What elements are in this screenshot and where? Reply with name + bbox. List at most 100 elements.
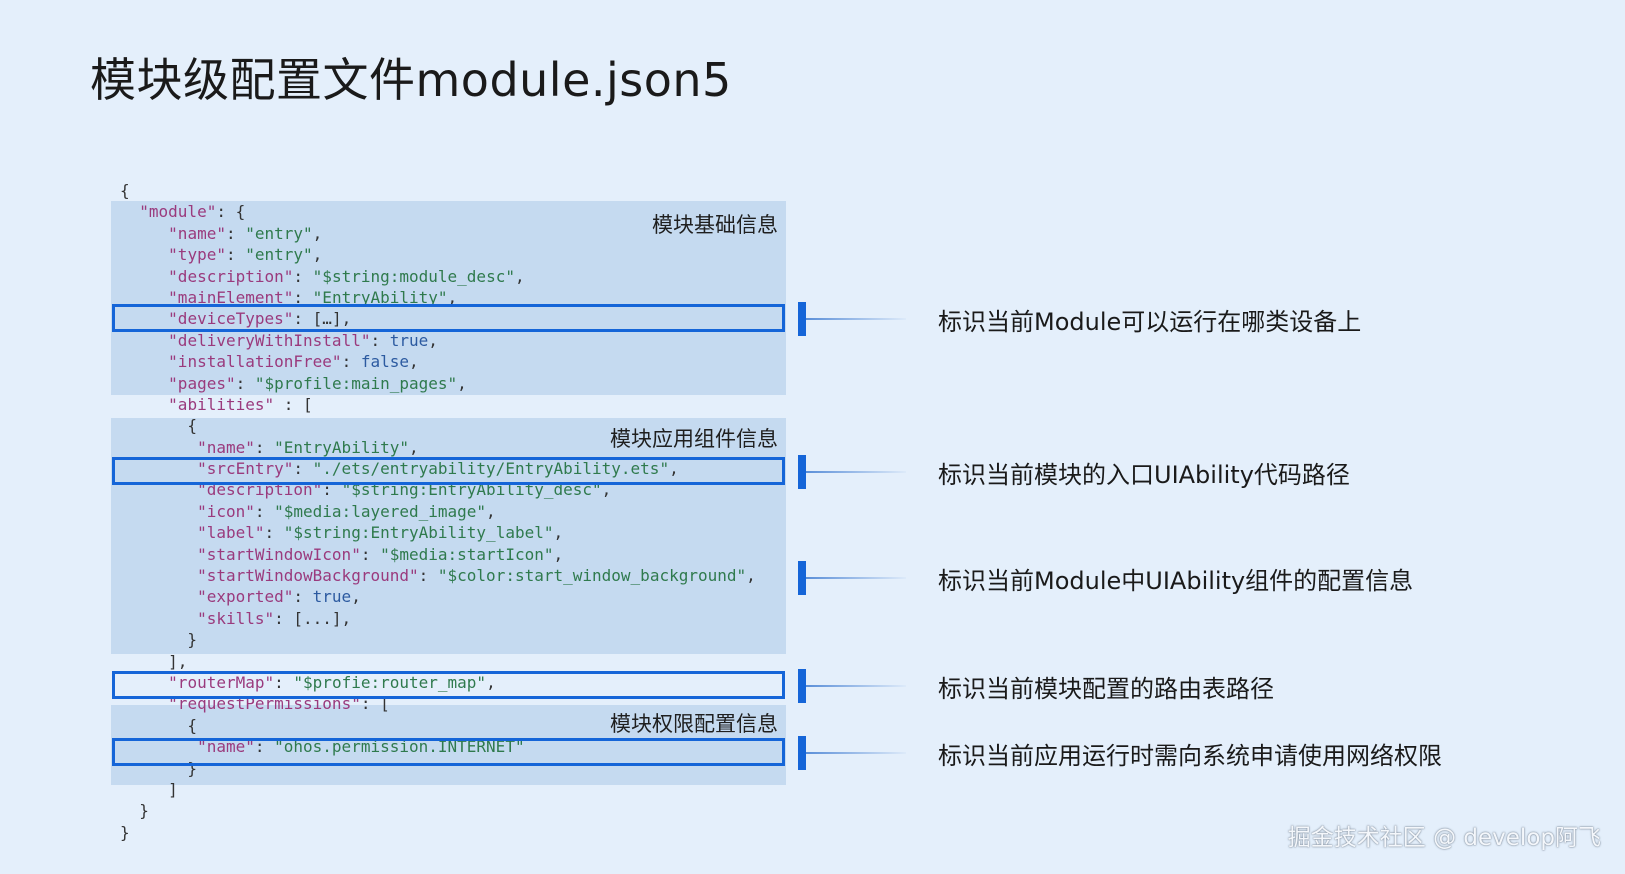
code-line: "abilities" : [ [120,394,756,415]
code-token: false [360,352,409,372]
code-token: "mainElement" [168,287,294,307]
code-token: { [120,416,198,436]
code-line: "skills": [...], [120,608,756,629]
code-token: "pages" [168,373,236,393]
code-token: true [312,587,352,607]
code-token: : […], [293,309,352,329]
code-token: , [409,352,419,372]
code-token: , [601,480,612,500]
code-token: , [447,287,458,307]
code-token [120,566,197,585]
code-line: ] [120,779,756,800]
code-token: "description" [197,480,323,500]
code-token: "icon" [197,501,255,521]
annotation-marker [798,736,806,770]
code-line: { [120,180,756,201]
code-token: , [669,459,679,479]
code-token: : [293,587,313,607]
code-token: { [120,181,130,200]
code-token: } [120,630,198,650]
code-line: "label": "$string:EntryAbility_label", [120,522,756,543]
code-token: , [428,330,438,350]
code-line: "installationFree": false, [120,351,756,372]
annotation-connector [806,471,906,473]
code-line: "name": "EntryAbility", [120,437,756,458]
code-token: "$color:start_window_background" [437,566,747,586]
code-token: "EntryAbility" [274,437,409,457]
code-token: : [235,373,255,393]
code-token: "$string:EntryAbility_label" [283,523,554,543]
code-token: "type" [168,245,226,265]
code-line: "pages": "$profile:main_pages", [120,373,756,394]
code-token: , [486,501,496,521]
annotation-connector [806,685,906,687]
watermark: 掘金技术社区 @ develop阿飞 [1287,825,1601,851]
section-label: 模块权限配置信息 [610,712,778,736]
code-line: "deliveryWithInstall": true, [120,330,756,351]
code-line: { [120,715,756,736]
code-token: , [553,544,564,564]
code-token: "srcEntry" [197,459,294,479]
code-token: "$string:EntryAbility_desc" [341,480,602,500]
code-token [120,352,168,371]
code-token: : [341,352,361,372]
code-token: , [312,223,323,243]
code-token [120,331,168,350]
code-line: "routerMap": "$profie:router_map", [120,672,756,693]
annotation-request-permissions: 标识当前应用运行时需向系统申请使用网络权限 [938,742,1442,770]
code-line: "module": { [120,201,756,222]
code-line: "exported": true, [120,586,756,607]
code-token: "label" [197,523,265,543]
code-token: : [...], [274,608,352,628]
code-token [120,523,197,542]
code-token: , [514,266,525,286]
code-token: : [360,544,381,564]
code-token [120,502,197,521]
code-line: "icon": "$media:layered_image", [120,501,756,522]
code-line: { [120,415,756,436]
code-line: "description": "$string:module_desc", [120,266,756,287]
code-token: ] [120,779,178,799]
code-line: } [120,800,756,821]
annotation-marker [798,455,806,489]
code-token: : [254,501,275,521]
code-line: "name": "entry", [120,223,756,244]
code-token [120,224,168,243]
code-token: "deliveryWithInstall" [168,330,371,350]
code-token: "EntryAbility" [312,287,448,307]
code-token: "abilities" [168,394,275,414]
code-token: "name" [197,437,255,457]
annotation-connector [806,752,906,754]
code-token [120,609,197,628]
code-token: true [389,330,429,350]
code-token [120,245,168,264]
code-token: : [225,245,246,265]
page-title: 模块级配置文件module.json5 [90,53,732,107]
section-label: 模块基础信息 [652,213,778,237]
code-token: : [264,523,284,543]
code-line: } [120,629,756,650]
highlight-permission-name [112,738,785,766]
code-token: "entry" [245,223,313,243]
code-token [120,587,197,606]
code-token: , [553,523,564,543]
code-token: "ohos.permission.INTERNET" [274,737,525,757]
annotation-src-entry: 标识当前模块的入口UIAbility代码路径 [938,461,1350,489]
code-line: "name": "ohos.permission.INTERNET" [120,736,756,757]
code-line: "mainElement": "EntryAbility", [120,287,756,308]
code-token: : [293,266,313,286]
code-token: : [254,737,275,757]
code-token: , [457,373,467,393]
section-module-basic-info: 模块基础信息 [111,201,786,395]
code-token: "module" [139,202,217,222]
code-token [120,267,168,286]
code-token: : [418,566,438,586]
code-token: "description" [168,266,294,286]
highlight-router-map [112,671,785,699]
annotation-abilities: 标识当前Module中UIAbility组件的配置信息 [938,567,1414,595]
code-token: "skills" [197,608,275,628]
code-token: "name" [168,223,226,243]
code-token: : [274,672,294,692]
code-token: : [322,480,342,500]
code-token: "name" [197,737,255,757]
